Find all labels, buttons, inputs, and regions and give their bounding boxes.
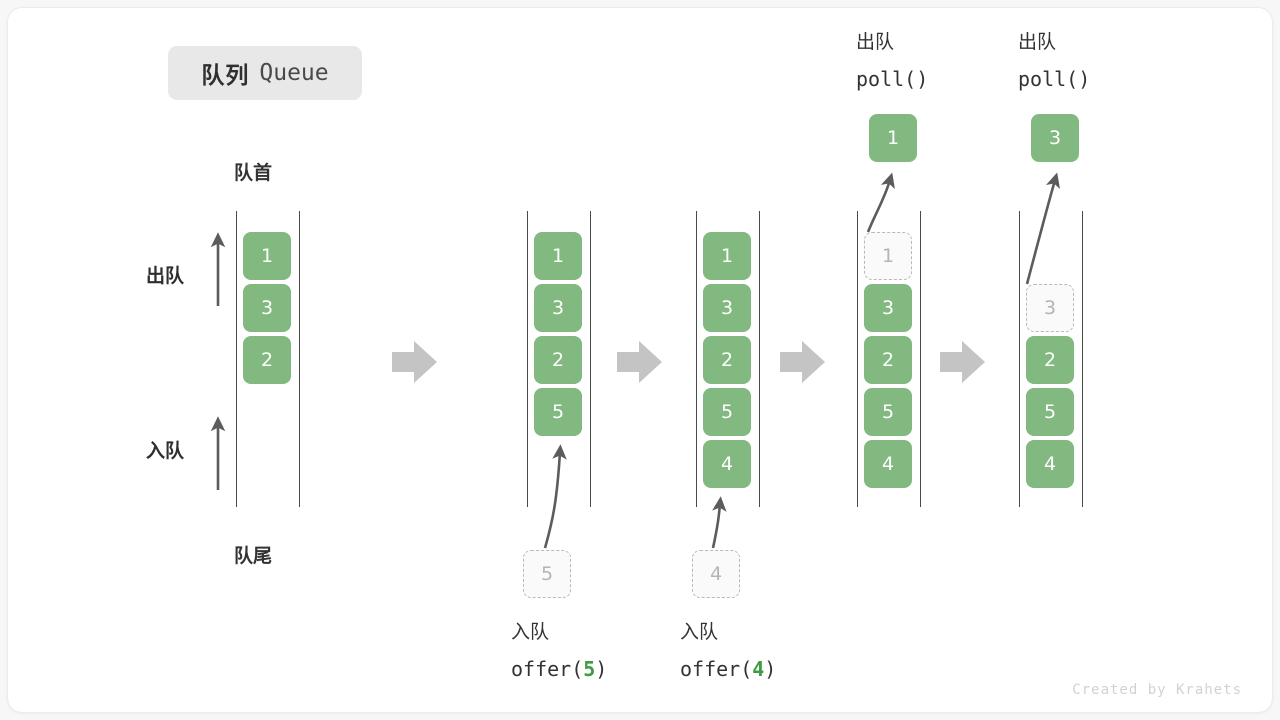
rail-left (527, 211, 528, 507)
step-top-label-cn: 出队 (856, 32, 895, 53)
rail-left (857, 211, 858, 507)
enqueue-direction-label: 入队 (146, 441, 185, 462)
step-top-label-cn: 出队 (1018, 32, 1057, 53)
step-caption-code: offer(4) (680, 657, 777, 681)
watermark: Created by Krahets (1072, 682, 1242, 698)
step-caption-code: offer(5) (511, 657, 608, 681)
queue-cell: 3 (703, 284, 751, 332)
step-caption-cn: 入队 (511, 622, 550, 643)
queue-cell: 2 (703, 336, 751, 384)
queue-cell: 1 (534, 232, 582, 280)
queue-cell: 3 (864, 284, 912, 332)
step-caption: 入队 offer(4) (680, 615, 776, 687)
queue-panel-initial: 队首 1 3 2 队尾 (212, 0, 372, 720)
rail-left (696, 211, 697, 507)
dequeue-direction-label: 出队 (146, 266, 185, 287)
incoming-ghost-cell: 5 (523, 550, 571, 598)
queue-cell-ghost: 1 (864, 232, 912, 280)
queue-cell: 2 (243, 336, 291, 384)
queue-panel-offer-4: 1 3 2 5 4 4 入队 offer(4) (672, 0, 832, 720)
rail-right (590, 211, 591, 507)
rail-right (299, 211, 300, 507)
queue-cell: 4 (1026, 440, 1074, 488)
step-top-label-code: poll() (1018, 67, 1091, 91)
queue-cell: 4 (864, 440, 912, 488)
queue-cell: 2 (534, 336, 582, 384)
title-badge: 队列 Queue (168, 46, 362, 100)
queue-cell: 5 (703, 388, 751, 436)
step-top-label: 出队 poll() (1018, 25, 1090, 97)
queue-cell: 1 (703, 232, 751, 280)
queue-cell: 2 (864, 336, 912, 384)
step-top-label-code: poll() (856, 67, 929, 91)
polled-value-cell: 1 (869, 114, 917, 162)
polled-value-cell: 3 (1031, 114, 1079, 162)
title-cn: 队列 (201, 62, 250, 88)
step-top-label: 出队 poll() (856, 25, 928, 97)
rail-right (759, 211, 760, 507)
queue-panel-poll-3: 出队 poll() 3 3 2 5 4 (995, 0, 1155, 720)
rail-right (920, 211, 921, 507)
step-caption: 入队 offer(5) (511, 615, 607, 687)
queue-tail-label: 队尾 (234, 546, 273, 567)
queue-cell: 5 (534, 388, 582, 436)
queue-head-label: 队首 (234, 163, 273, 184)
queue-cell: 5 (1026, 388, 1074, 436)
queue-cell: 3 (243, 284, 291, 332)
queue-cell: 2 (1026, 336, 1074, 384)
queue-panel-offer-5: 1 3 2 5 5 入队 offer(5) (503, 0, 663, 720)
rail-left (1019, 211, 1020, 507)
queue-cell-ghost: 3 (1026, 284, 1074, 332)
step-caption-cn: 入队 (680, 622, 719, 643)
queue-cell: 4 (703, 440, 751, 488)
queue-cell: 5 (864, 388, 912, 436)
rail-left (236, 211, 237, 507)
queue-cell: 3 (534, 284, 582, 332)
incoming-ghost-cell: 4 (692, 550, 740, 598)
title-en: Queue (259, 60, 329, 86)
queue-cell: 1 (243, 232, 291, 280)
queue-panel-poll-1: 出队 poll() 1 1 3 2 5 4 (833, 0, 993, 720)
rail-right (1082, 211, 1083, 507)
